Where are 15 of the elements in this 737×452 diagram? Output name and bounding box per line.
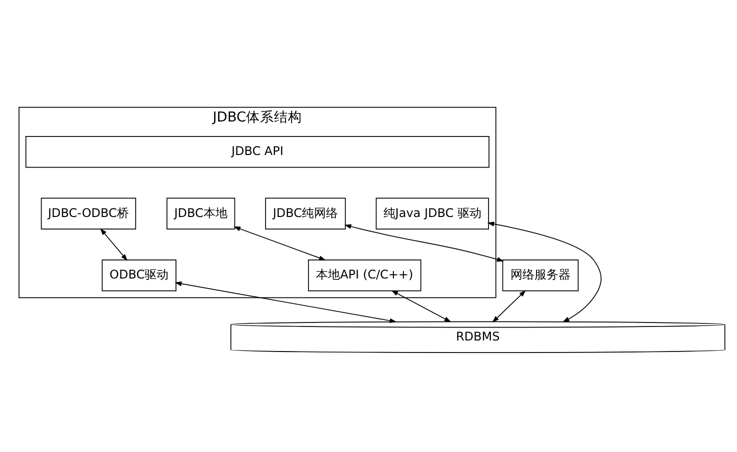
arrow <box>234 226 326 260</box>
node-box: 本地API (C/C++) <box>308 259 422 291</box>
node-box: JDBC本地 <box>166 197 236 229</box>
arrow <box>174 280 397 323</box>
arrow <box>391 290 452 322</box>
node-box: JDBC API <box>25 136 490 168</box>
node-box: JDBC纯网络 <box>265 197 346 229</box>
arrow <box>492 290 526 322</box>
node-box: ODBC驱动 <box>102 259 176 291</box>
node-box: JDBC-ODBC桥 <box>40 197 136 229</box>
arrow <box>487 221 602 322</box>
arrow <box>344 224 504 262</box>
arrow <box>100 228 128 260</box>
node-box: 纯Java JDBC 驱动 <box>376 197 489 229</box>
node-box: 网络服务器 <box>502 259 579 291</box>
